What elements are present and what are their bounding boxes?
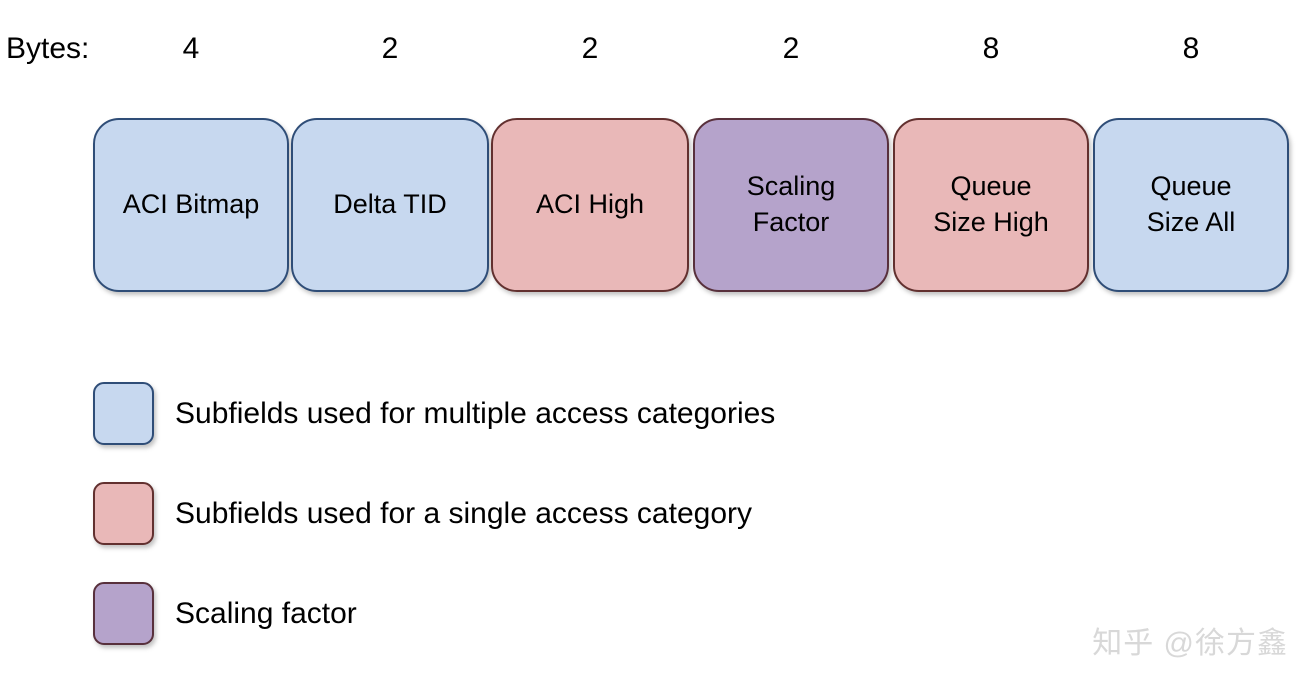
field-box-aci-high: ACI High — [491, 118, 689, 292]
legend-swatch-multiple — [93, 382, 154, 445]
byte-count-aci-high: 2 — [581, 32, 599, 65]
legend-label: Subfields used for a single access categ… — [175, 497, 752, 530]
field-box-label-line: Queue — [1150, 171, 1232, 202]
watermark: 知乎 @徐方鑫 — [1092, 627, 1288, 660]
field-box-label-line: Queue — [950, 171, 1032, 202]
bytes-header-row: Bytes: 4 2 2 2 8 8 — [0, 26, 1306, 72]
field-box-label: Delta TID — [333, 187, 447, 223]
field-box-label-line: ACI High — [535, 189, 645, 220]
legend-item-scaling: Scaling factor — [93, 582, 993, 682]
field-box-delta-tid: Delta TID — [291, 118, 489, 292]
field-box-aci-bitmap: ACI Bitmap — [93, 118, 289, 292]
byte-count-queue-size-all: 8 — [1182, 32, 1200, 65]
field-box-label-line: Factor — [752, 207, 830, 237]
legend-label: Subfields used for multiple access categ… — [175, 397, 776, 430]
field-box-label-line: Size All — [1146, 207, 1236, 237]
field-box-label-line: ACI Bitmap — [122, 189, 260, 220]
legend-item-multiple: Subfields used for multiple access categ… — [93, 382, 993, 482]
field-box-label: ACI High — [536, 187, 644, 223]
field-box-label-line: Size High — [933, 207, 1049, 237]
legend: Subfields used for multiple access categ… — [93, 382, 993, 682]
bytes-label: Bytes: — [6, 32, 90, 65]
legend-label: Scaling factor — [175, 597, 357, 630]
byte-count-scaling-factor: 2 — [782, 32, 800, 65]
field-box-label: ACI Bitmap — [123, 187, 260, 223]
field-box-label-line: Scaling — [746, 171, 836, 202]
legend-swatch-scaling — [93, 582, 154, 645]
byte-count-queue-size-high: 8 — [982, 32, 1000, 65]
legend-item-single: Subfields used for a single access categ… — [93, 482, 993, 582]
field-box-label-line: Delta TID — [333, 189, 447, 220]
byte-count-aci-bitmap: 4 — [182, 32, 200, 65]
legend-swatch-single — [93, 482, 154, 545]
byte-count-delta-tid: 2 — [381, 32, 399, 65]
